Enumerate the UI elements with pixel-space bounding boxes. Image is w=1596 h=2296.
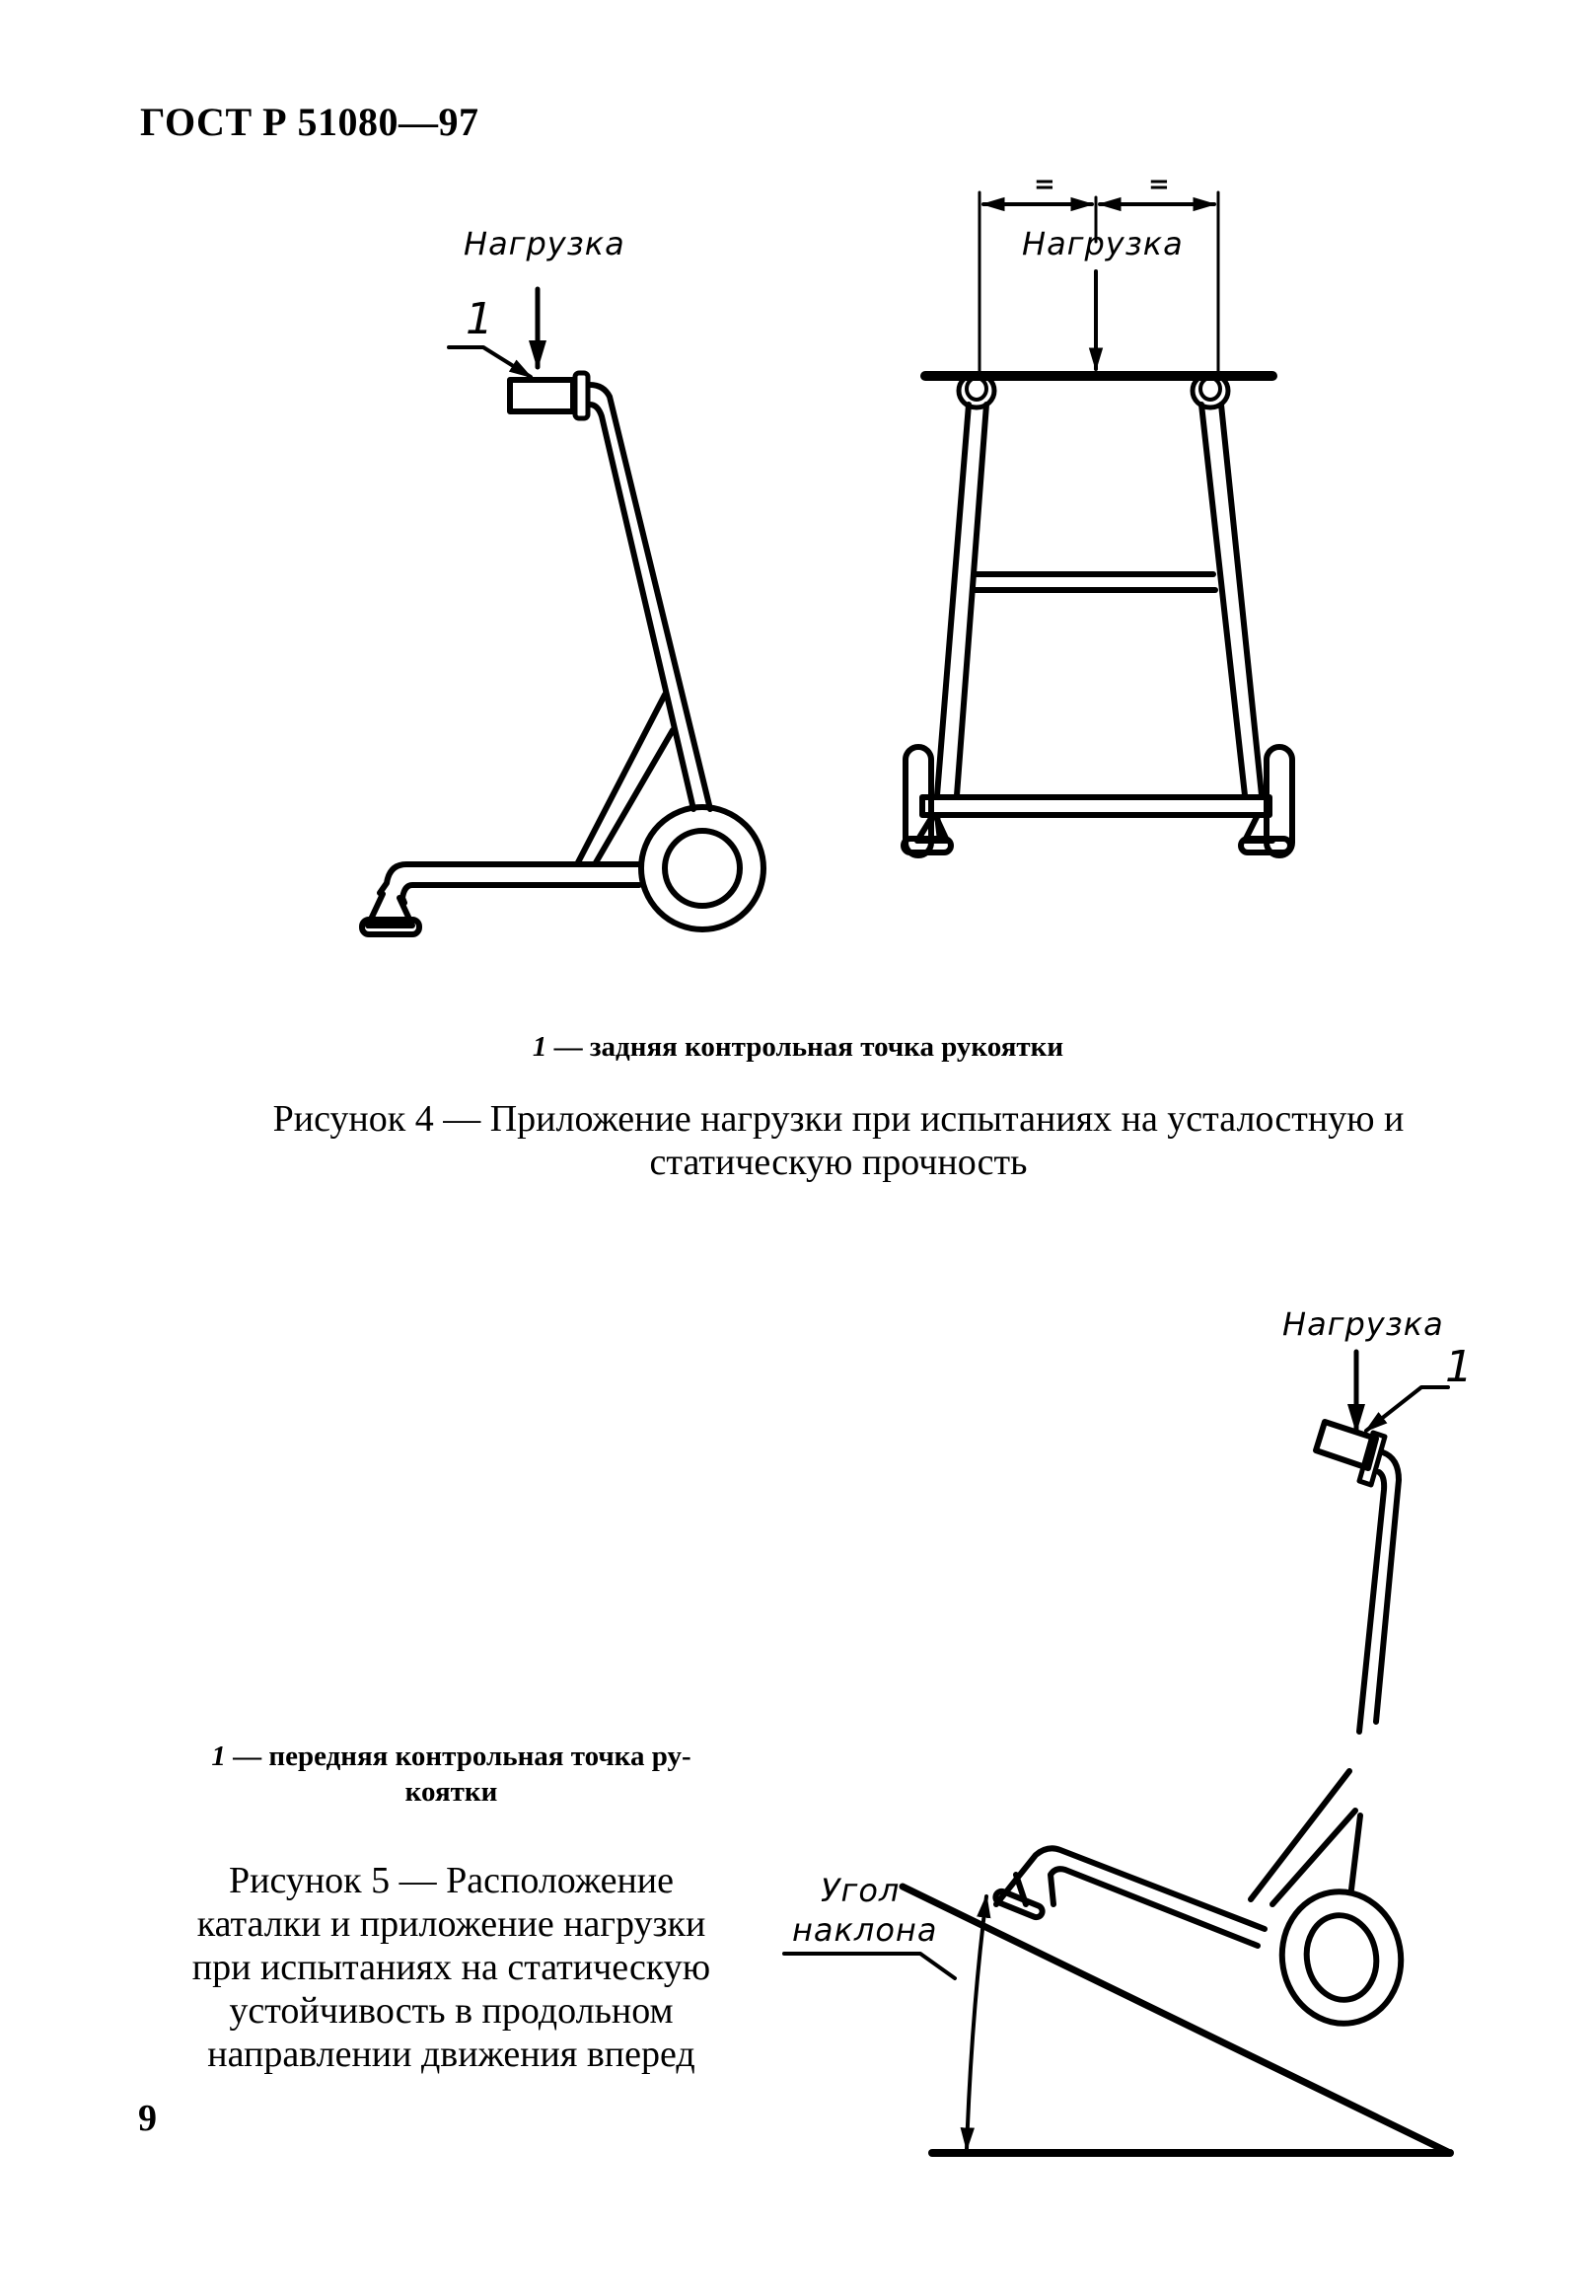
fig4-equal-mark-right: = — [1148, 170, 1170, 199]
fig4-legend-text: — задняя контрольная точка рукоятки — [546, 1031, 1064, 1063]
fig4-side-callout-number: 1 — [466, 294, 493, 344]
fig5-legend-text-line1: — передняя контрольная точка ру- — [225, 1741, 691, 1772]
fig4-caption-line2: статическую прочность — [649, 1142, 1028, 1183]
fig4-equal-mark-left: = — [1034, 170, 1055, 199]
fig4-legend: 1 — задняя контрольная точка рукоятки — [0, 1031, 1596, 1064]
page-number: 9 — [138, 2098, 157, 2139]
fig5-caption: Рисунок 5 — Расположение каталки и прило… — [148, 1859, 755, 2076]
fig5-legend-number: 1 — [211, 1741, 226, 1772]
walker-front-view — [901, 190, 1295, 858]
fig5-caption-line: каталки и приложение нагрузки — [196, 1903, 706, 1945]
fig4-side-load-label: Нагрузка — [464, 225, 625, 262]
fig5-caption-line: при испытаниях на статическую — [191, 1947, 711, 1988]
fig4-caption: Рисунок 4 — Приложение нагрузки при испы… — [148, 1097, 1529, 1184]
fig5-legend-text-line2: коятки — [404, 1776, 498, 1808]
fig5-callout-number: 1 — [1445, 1342, 1473, 1392]
walker-on-slope — [782, 1349, 1454, 2157]
fig5-angle-label-line1: Угол — [821, 1872, 901, 1909]
fig5-caption-line: устойчивость в продольном — [229, 1990, 674, 2032]
fig4-legend-number: 1 — [532, 1031, 547, 1063]
fig5-load-label: Нагрузка — [1282, 1305, 1444, 1343]
fig4-front-load-label: Нагрузка — [1022, 225, 1184, 262]
document-header: ГОСТ Р 51080—97 — [140, 100, 479, 144]
fig4-caption-line1: Рисунок 4 — Приложение нагрузки при испы… — [272, 1098, 1405, 1140]
fig5-angle-label-line2: наклона — [792, 1911, 938, 1949]
fig5-caption-line: Рисунок 5 — Расположение — [228, 1860, 674, 1901]
fig5-legend: 1 — передняя контрольная точка ру- коятк… — [148, 1739, 755, 1810]
fig5-caption-line: направлении движения вперед — [207, 2034, 695, 2075]
walker-side-view — [359, 286, 766, 937]
